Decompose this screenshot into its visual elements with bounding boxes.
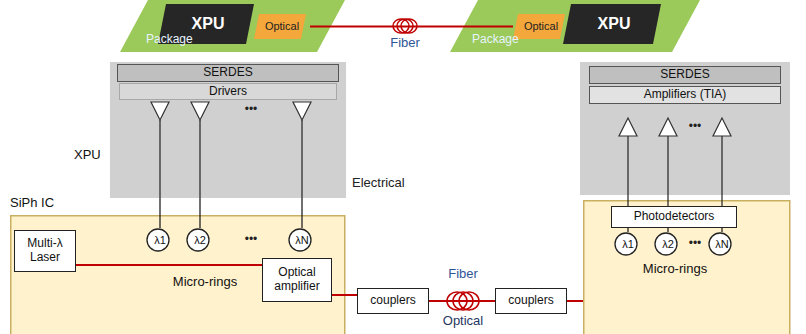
xpu-region [110, 62, 346, 198]
box-label: Photodetectors [615, 210, 733, 224]
box-label: λ2 [189, 234, 211, 247]
box-label: SERDES [121, 66, 335, 80]
micro-ring: λ1 [146, 228, 174, 252]
box-label: λN [291, 234, 313, 247]
amplifier-symbols [619, 118, 731, 206]
siph-chip: Micro-rings Photodetectors λ1 λ2 λN [583, 200, 790, 334]
domain-label: Electrical [352, 176, 405, 191]
domain-label: Optical [443, 314, 483, 329]
coupler-box: couplers [495, 288, 567, 314]
serdes-box: SERDES [117, 64, 339, 82]
box-label: XPU [161, 15, 255, 33]
xpu-region [580, 62, 790, 195]
optical-chiplet: Optical [254, 14, 310, 39]
region-label: XPU [74, 148, 101, 163]
box-label: λ2 [657, 238, 679, 251]
box-label: λN [711, 238, 733, 251]
micro-ring: λ1 [614, 232, 642, 256]
electrical-wire [721, 228, 722, 232]
box-label: λ1 [149, 234, 171, 247]
box-label: Drivers [123, 85, 333, 99]
siph-chip: SiPh ICMicro-ringsMulti-λ Laserλ1λ2λNOpt… [10, 215, 345, 334]
fiber-label: Fiber [390, 36, 420, 51]
box-label: Optical [516, 20, 566, 33]
micro-ring: λN [288, 228, 316, 252]
box-label: Multi-λ Laser [18, 237, 72, 265]
electrical-wire [667, 228, 668, 232]
electrical-wire [627, 228, 628, 232]
optical-chiplet: Optical [513, 14, 569, 39]
coupler-box: couplers [357, 288, 429, 314]
optical-waveguide [429, 300, 495, 302]
box-label: Optical amplifier [266, 266, 328, 294]
ellipsis: ••• [245, 103, 258, 117]
box-label: Optical [257, 20, 307, 33]
box-label: Amplifiers (TIA) [593, 88, 777, 102]
ellipsis: ••• [689, 120, 702, 134]
region-label: SiPh IC [10, 196, 54, 211]
electrical-wire [199, 198, 200, 228]
ellipsis: ••• [689, 237, 702, 251]
driver-symbols [151, 102, 311, 198]
electrical-wire [159, 198, 160, 228]
region-label: Micro-rings [155, 275, 255, 290]
fiber-label: Fiber [448, 267, 478, 282]
micro-ring: λN [708, 232, 736, 256]
photodetector-box: Photodetectors [611, 206, 737, 228]
box-label: λ1 [617, 238, 639, 251]
xpu-block: XPUSERDESDrivers [110, 62, 346, 198]
optical-waveguide [76, 264, 262, 266]
electrical-wire [301, 198, 302, 228]
amplifier-box: Optical amplifier [262, 258, 332, 302]
region-label: Package [146, 33, 193, 47]
siph-ic [11, 216, 345, 334]
box-label: couplers [361, 294, 425, 308]
serdes-box: SERDES [589, 66, 781, 84]
xpu-chip: XPU [563, 4, 665, 44]
laser-box: Multi-λ Laser [14, 230, 76, 272]
package: PackageOpticalXPU [450, 0, 700, 52]
region-label: Micro-rings [625, 262, 725, 277]
tia-box: Amplifiers (TIA) [589, 86, 781, 104]
micro-ring: λ2 [654, 232, 682, 256]
box-label: SERDES [593, 68, 777, 82]
ellipsis: ••• [245, 233, 258, 247]
region-label: Package [472, 33, 519, 47]
package: PackageXPUOptical [120, 0, 345, 52]
box-label: XPU [566, 15, 662, 33]
optical-waveguide [310, 26, 513, 28]
optical-waveguide [332, 294, 357, 296]
drivers-box: Drivers [119, 83, 337, 101]
micro-ring: λ2 [186, 228, 214, 252]
siph-ic [584, 201, 790, 334]
box-label: couplers [499, 294, 563, 308]
optical-waveguide [567, 300, 583, 302]
